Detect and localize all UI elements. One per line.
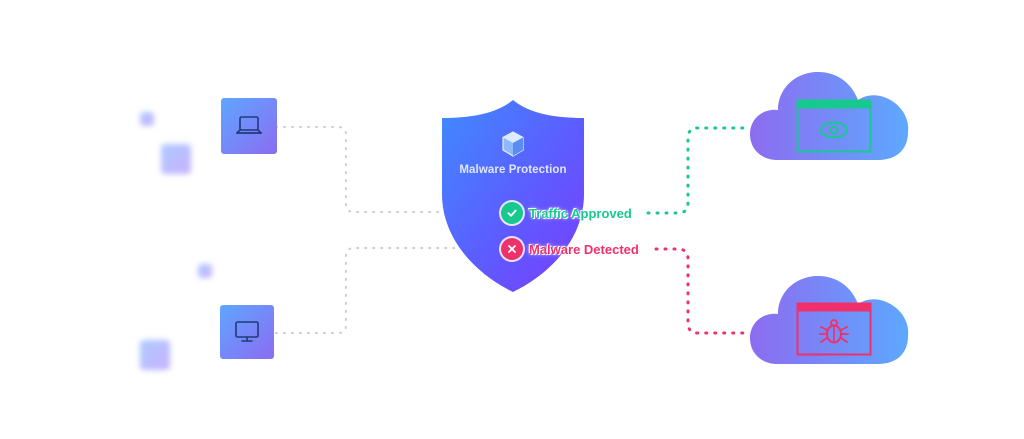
x-icon	[508, 245, 516, 253]
malware-detected-status: Malware Detected	[501, 238, 639, 260]
laptop-device	[221, 98, 277, 154]
decor-blur-square	[140, 112, 154, 126]
line-monitor-to-shield	[275, 247, 501, 334]
line-detected-to-cloud	[654, 247, 750, 335]
decor-blur-square	[161, 144, 191, 174]
decor-blur-square	[140, 340, 170, 370]
detected-label: Malware Detected	[529, 241, 639, 257]
traffic-approved-status: Traffic Approved	[501, 202, 632, 224]
approved-badge	[501, 202, 523, 224]
monitor-icon	[235, 321, 259, 342]
detected-badge	[501, 238, 523, 260]
laptop-icon	[236, 116, 262, 134]
check-icon	[507, 209, 517, 217]
cloud-top	[750, 72, 909, 160]
approved-label: Traffic Approved	[529, 205, 632, 221]
monitor-device	[220, 305, 274, 359]
bug-window-icon	[796, 302, 872, 356]
cloud-bottom	[750, 276, 909, 364]
line-approved-to-cloud	[646, 126, 750, 215]
eye-window-icon	[796, 99, 872, 153]
shield-title: Malware Protection	[459, 164, 567, 176]
cube-icon	[502, 131, 524, 157]
line-laptop-to-shield	[275, 126, 501, 213]
shield-graphic	[442, 100, 584, 292]
decor-blur-square	[198, 264, 212, 278]
